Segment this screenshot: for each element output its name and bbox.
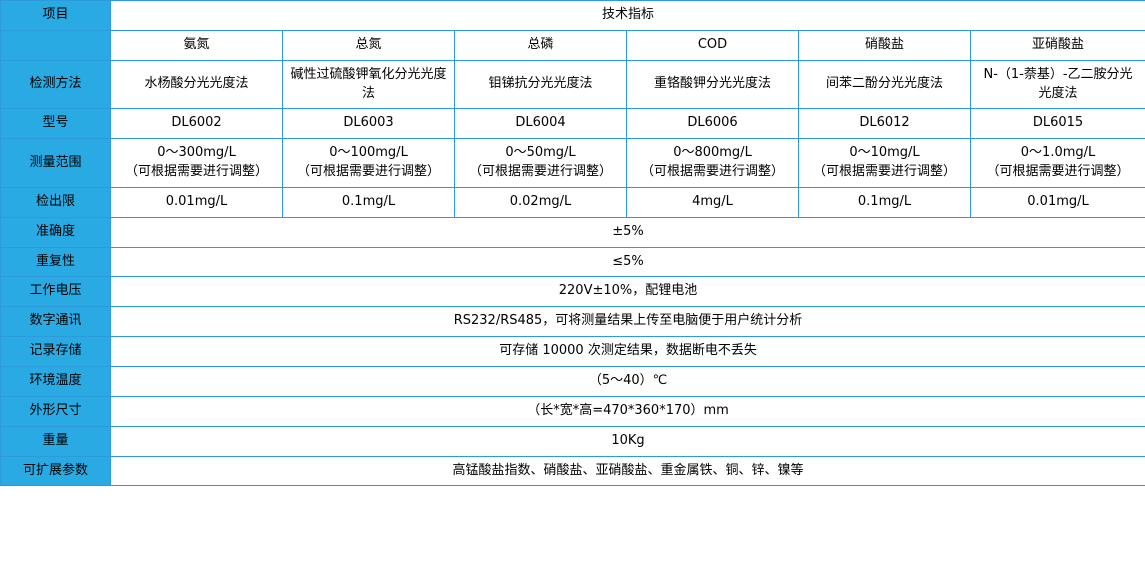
row-label-repeatability: 重复性 [0, 246, 111, 278]
table-row-detection-limits: 检出限 0.01mg/L 0.1mg/L 0.02mg/L 4mg/L 0.1m… [0, 186, 1145, 218]
row-label-weight: 重量 [0, 425, 111, 457]
method-nitrate: 间苯二酚分光光度法 [798, 59, 971, 110]
model-nitrite: DL6015 [969, 108, 1145, 140]
parameter-total-nitrogen: 总氮 [282, 29, 455, 61]
detection-limit-nitrate: 0.1mg/L [798, 186, 971, 218]
parameter-nitrate: 硝酸盐 [798, 29, 971, 61]
row-label-working-voltage: 工作电压 [0, 276, 111, 308]
row-label-record-storage: 记录存储 [0, 336, 111, 367]
detection-limit-total-nitrogen: 0.1mg/L [282, 186, 455, 218]
row-label-detection-method: 检测方法 [0, 59, 111, 110]
range-value-total-nitrogen: 0～100mg/L [329, 145, 408, 161]
table-row-dimensions: 外形尺寸 （长*宽*高=470*360*170）mm [0, 395, 1145, 427]
detection-limit-cod: 4mg/L [626, 186, 799, 218]
parameter-cod: COD [626, 29, 799, 61]
range-value-cod: 0～800mg/L [673, 145, 752, 161]
parameter-ammonia-nitrogen: 氨氮 [110, 29, 283, 61]
specification-table: 项目 技术指标 氨氮 总氮 总磷 COD 硝酸盐 亚硝酸盐 检测方法 水杨酸分光… [0, 0, 1145, 487]
row-label-digital-communication: 数字通讯 [0, 306, 111, 338]
method-total-phosphorus: 钼锑抗分光光度法 [454, 59, 627, 110]
range-nitrate: 0～10mg/L （可根据需要进行调整） [798, 138, 971, 188]
model-total-phosphorus: DL6004 [454, 108, 627, 140]
row-label-parameters-spacer [0, 29, 111, 61]
range-note-total-nitrogen: （可根据需要进行调整） [296, 164, 440, 180]
table-row-voltage: 工作电压 220V±10%，配锂电池 [0, 276, 1145, 308]
table-row-models: 型号 DL6002 DL6003 DL6004 DL6006 DL6012 DL… [0, 108, 1145, 140]
row-label-measurement-range: 测量范围 [0, 138, 111, 188]
range-note-ammonia-nitrogen: （可根据需要进行调整） [124, 164, 268, 180]
value-repeatability: ≤5% [109, 246, 1145, 278]
value-accuracy: ±5% [109, 216, 1145, 248]
detection-limit-total-phosphorus: 0.02mg/L [454, 186, 627, 218]
group-header-technical-index: 技术指标 [109, 0, 1145, 31]
detection-limit-ammonia-nitrogen: 0.01mg/L [110, 186, 283, 218]
row-label-ambient-temperature: 环境温度 [0, 365, 111, 397]
table-row-accuracy: 准确度 ±5% [0, 216, 1145, 248]
detection-limit-nitrite: 0.01mg/L [969, 186, 1145, 218]
range-total-nitrogen: 0～100mg/L （可根据需要进行调整） [282, 138, 455, 188]
model-nitrate: DL6012 [798, 108, 971, 140]
range-value-ammonia-nitrogen: 0～300mg/L [157, 145, 236, 161]
parameter-total-phosphorus: 总磷 [454, 29, 627, 61]
table-row-communication: 数字通讯 RS232/RS485，可将测量结果上传至电脑便于用户统计分析 [0, 306, 1145, 338]
row-label-accuracy: 准确度 [0, 216, 111, 248]
model-total-nitrogen: DL6003 [282, 108, 455, 140]
range-note-total-phosphorus: （可根据需要进行调整） [468, 164, 612, 180]
method-cod: 重铬酸钾分光光度法 [626, 59, 799, 110]
table-row-methods: 检测方法 水杨酸分光光度法 碱性过硫酸钾氧化分光光度法 钼锑抗分光光度法 重铬酸… [0, 59, 1145, 110]
table-row-parameters: 氨氮 总氮 总磷 COD 硝酸盐 亚硝酸盐 [0, 29, 1145, 61]
range-note-nitrate: （可根据需要进行调整） [812, 164, 956, 180]
table-row-temperature: 环境温度 （5～40）℃ [0, 365, 1145, 397]
row-label-detection-limit: 检出限 [0, 186, 111, 218]
model-cod: DL6006 [626, 108, 799, 140]
range-cod: 0～800mg/L （可根据需要进行调整） [626, 138, 799, 188]
table-row-weight: 重量 10Kg [0, 425, 1145, 457]
value-extensible-parameters: 高锰酸盐指数、硝酸盐、亚硝酸盐、重金属铁、铜、锌、镍等 [109, 455, 1145, 487]
value-weight: 10Kg [109, 425, 1145, 457]
method-total-nitrogen: 碱性过硫酸钾氧化分光光度法 [282, 59, 455, 110]
range-note-nitrite: （可根据需要进行调整） [986, 164, 1130, 180]
value-digital-communication: RS232/RS485，可将测量结果上传至电脑便于用户统计分析 [109, 306, 1145, 338]
method-nitrite: N-（1-萘基）-乙二胺分光光度法 [969, 59, 1145, 110]
table-row-repeatability: 重复性 ≤5% [0, 246, 1145, 278]
row-label-model: 型号 [0, 108, 111, 140]
range-value-nitrate: 0～10mg/L [849, 145, 920, 161]
model-ammonia-nitrogen: DL6002 [110, 108, 283, 140]
table-row-extensible: 可扩展参数 高锰酸盐指数、硝酸盐、亚硝酸盐、重金属铁、铜、锌、镍等 [0, 455, 1145, 487]
value-dimensions: （长*宽*高=470*360*170）mm [109, 395, 1145, 427]
table-row-ranges: 测量范围 0～300mg/L （可根据需要进行调整） 0～100mg/L （可根… [0, 138, 1145, 188]
row-label-project: 项目 [0, 0, 111, 31]
range-total-phosphorus: 0～50mg/L （可根据需要进行调整） [454, 138, 627, 188]
range-value-nitrite: 0～1.0mg/L [1020, 145, 1096, 161]
range-nitrite: 0～1.0mg/L （可根据需要进行调整） [969, 138, 1145, 188]
row-label-dimensions: 外形尺寸 [0, 395, 111, 427]
table-row-project: 项目 技术指标 [0, 0, 1145, 31]
method-ammonia-nitrogen: 水杨酸分光光度法 [110, 59, 283, 110]
row-label-extensible-parameters: 可扩展参数 [0, 455, 111, 487]
range-value-total-phosphorus: 0～50mg/L [505, 145, 576, 161]
range-note-cod: （可根据需要进行调整） [640, 164, 784, 180]
range-ammonia-nitrogen: 0～300mg/L （可根据需要进行调整） [110, 138, 283, 188]
value-working-voltage: 220V±10%，配锂电池 [109, 276, 1145, 308]
value-record-storage: 可存储 10000 次测定结果，数据断电不丢失 [109, 336, 1145, 367]
table-row-storage: 记录存储 可存储 10000 次测定结果，数据断电不丢失 [0, 336, 1145, 367]
value-ambient-temperature: （5～40）℃ [109, 365, 1145, 397]
parameter-nitrite: 亚硝酸盐 [969, 29, 1145, 61]
